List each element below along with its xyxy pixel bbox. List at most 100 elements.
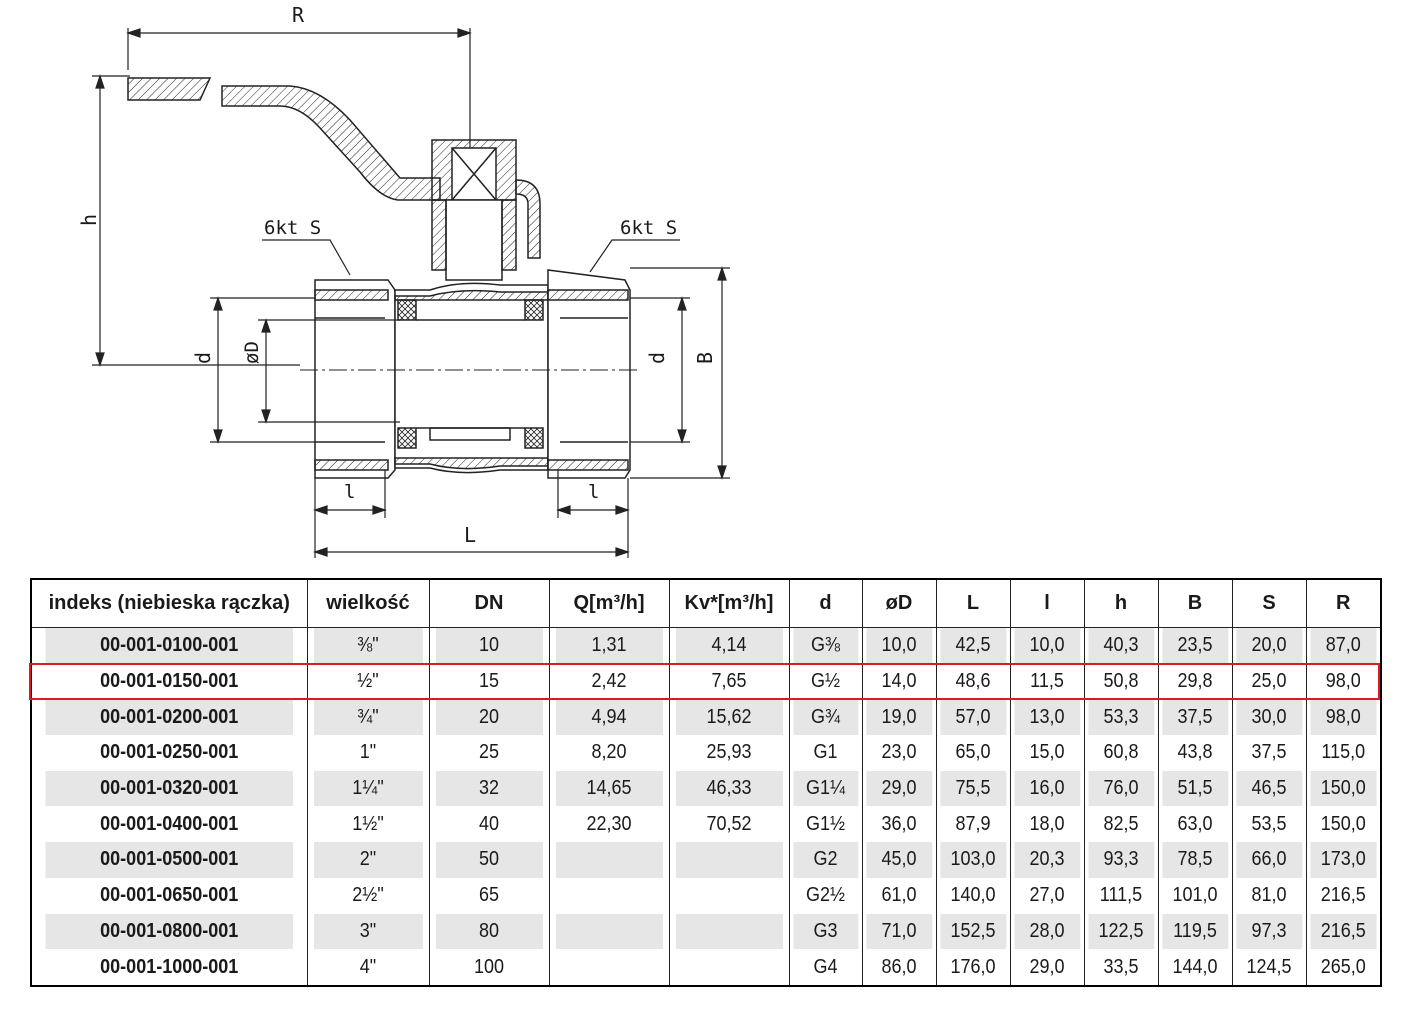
cell-kv: 25,93 [674, 735, 783, 771]
hex-leaders [262, 239, 680, 276]
cell-dn: 100 [434, 949, 543, 986]
cell-r: 216,5 [1309, 913, 1378, 950]
cell-r: 98,0 [1309, 699, 1378, 736]
cell-kv [674, 949, 783, 986]
cell-b: 37,5 [1161, 699, 1229, 736]
valve-stem [431, 139, 541, 311]
cell-h: 40,3 [1087, 627, 1155, 664]
header-b: B [1157, 579, 1232, 628]
cell-q [554, 842, 663, 878]
cell-l-total: 103,0 [939, 842, 1007, 878]
cell-b: 144,0 [1161, 949, 1229, 986]
cell-s: 53,5 [1235, 806, 1303, 843]
cell-b: 63,0 [1161, 806, 1229, 843]
cell-index: 00-001-0250-001 [44, 735, 294, 771]
cell-r: 98,0 [1309, 663, 1378, 700]
cell-s: 66,0 [1235, 842, 1303, 878]
cell-r: 115,0 [1309, 735, 1378, 771]
cell-dn: 25 [434, 735, 543, 771]
cell-s: 81,0 [1235, 877, 1303, 914]
header-dn: DN [428, 579, 549, 628]
cell-size: ½" [312, 663, 423, 700]
cell-l-total: 42,5 [939, 627, 1007, 664]
cell-q [554, 877, 663, 914]
dim-label-d-left: d [191, 352, 215, 364]
cell-l: 27,0 [1013, 877, 1081, 914]
cell-l-total: 57,0 [939, 699, 1007, 736]
cell-dn: 10 [434, 627, 543, 664]
cell-s: 20,0 [1235, 627, 1303, 664]
cell-index: 00-001-0400-001 [44, 806, 294, 843]
cell-size: 2" [312, 842, 423, 878]
cell-h: 93,3 [1087, 842, 1155, 878]
cell-d: G3 [792, 913, 859, 950]
dimension-od [258, 318, 400, 424]
valve-body [314, 269, 631, 479]
cell-l-total: 140,0 [939, 877, 1007, 914]
cell-index: 00-001-0500-001 [44, 842, 294, 878]
cell-dn: 80 [434, 913, 543, 950]
cell-b: 51,5 [1161, 770, 1229, 807]
header-l-total: L [935, 579, 1010, 628]
cell-l-total: 87,9 [939, 806, 1007, 843]
cell-l: 13,0 [1013, 699, 1081, 736]
cell-index: 00-001-0800-001 [44, 913, 294, 950]
dim-label-od: øD [241, 341, 263, 364]
cell-d: G4 [792, 949, 859, 986]
cell-dn: 65 [434, 877, 543, 914]
header-l: l [1009, 579, 1084, 628]
cell-b: 101,0 [1161, 877, 1229, 914]
cell-q: 4,94 [554, 699, 663, 736]
cell-q [554, 949, 663, 986]
cell-s: 124,5 [1235, 949, 1303, 986]
cell-r: 265,0 [1309, 949, 1378, 986]
cell-kv: 7,65 [674, 663, 783, 700]
cell-l-total: 48,6 [939, 663, 1007, 700]
cell-d: G¾ [792, 699, 859, 736]
cell-od: 10,0 [865, 627, 933, 664]
hex-label-left: 6kt S [264, 217, 321, 239]
cell-kv: 46,33 [674, 770, 783, 807]
cell-index: 00-001-1000-001 [44, 949, 294, 986]
header-kv: Kv*[m³/h] [668, 579, 789, 628]
dim-label-d-right: d [645, 352, 669, 364]
cell-l: 16,0 [1013, 770, 1081, 807]
cell-s: 30,0 [1235, 699, 1303, 736]
dim-label-l-total: L [464, 523, 476, 547]
cell-r: 150,0 [1309, 806, 1378, 843]
cell-q: 1,31 [554, 627, 663, 664]
dimension-h [92, 74, 300, 367]
cell-size: 4" [312, 949, 423, 986]
cell-b: 119,5 [1161, 913, 1229, 950]
cell-d: G⅜ [792, 627, 859, 664]
dimension-r [126, 28, 472, 150]
cell-b: 78,5 [1161, 842, 1229, 878]
dimension-d-right [630, 296, 690, 444]
cell-size: 3" [312, 913, 423, 950]
cell-kv: 15,62 [674, 699, 783, 736]
cell-h: 33,5 [1087, 949, 1155, 986]
cell-l-total: 176,0 [939, 949, 1007, 986]
cell-b: 43,8 [1161, 735, 1229, 771]
cell-dn: 15 [434, 663, 543, 700]
cell-r: 150,0 [1309, 770, 1378, 807]
cell-od: 61,0 [865, 877, 933, 914]
header-od: øD [861, 579, 936, 628]
cell-od: 29,0 [865, 770, 933, 807]
cell-h: 111,5 [1087, 877, 1155, 914]
cell-index: 00-001-0650-001 [44, 877, 294, 914]
cell-s: 25,0 [1235, 663, 1303, 700]
cell-size: 2½" [312, 877, 423, 914]
cell-kv [674, 877, 783, 914]
header-q: Q[m³/h] [548, 579, 669, 628]
dimension-d-left [210, 296, 315, 444]
cell-od: 23,0 [865, 735, 933, 771]
cell-index: 00-001-0100-001 [44, 627, 294, 664]
